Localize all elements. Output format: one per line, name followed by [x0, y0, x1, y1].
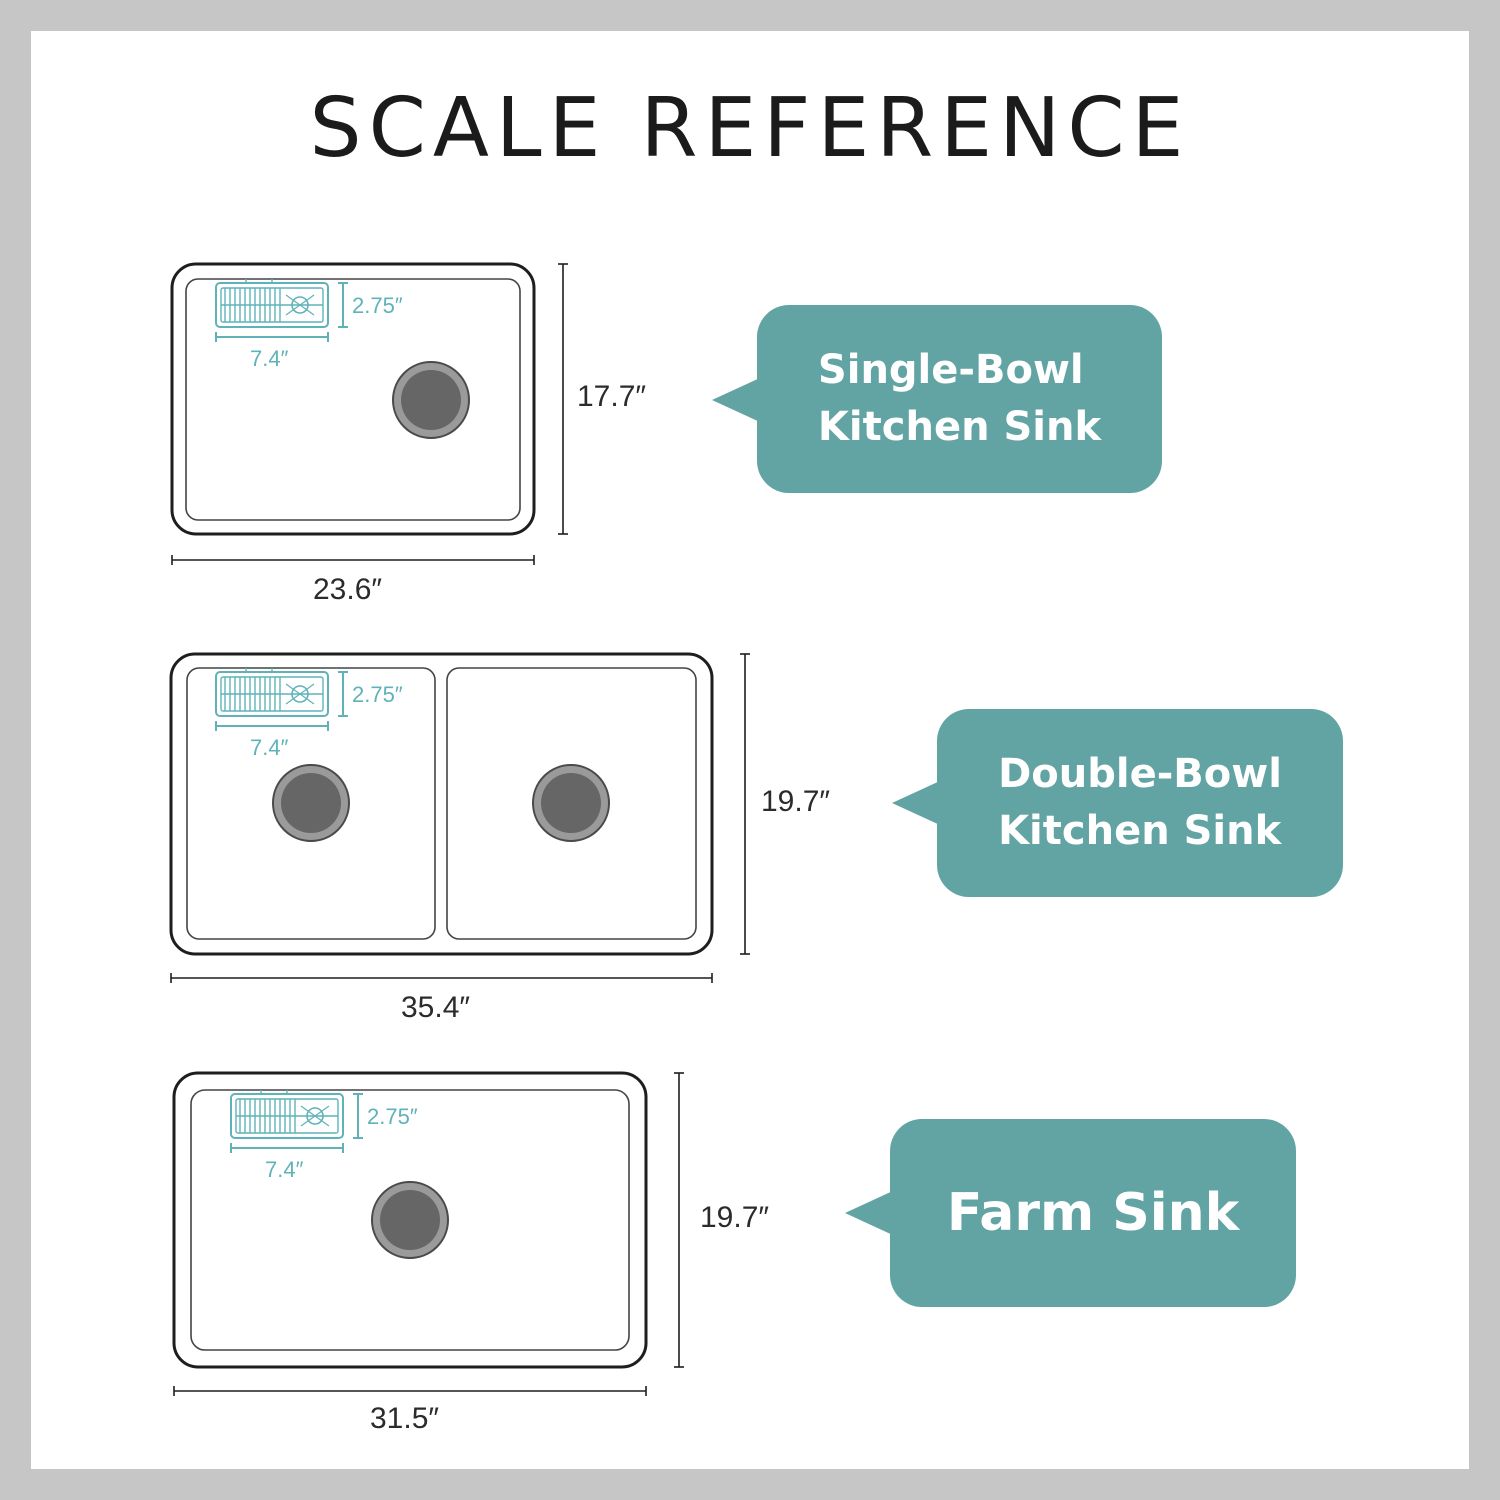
farm-width-label: 31.5″ [370, 1402, 440, 1435]
single-bowl-label-line-1: Single-Bowl [817, 347, 1084, 393]
page-title: SCALE REFERENCE [309, 81, 1191, 176]
double-tray-height-label: 2.75″ [352, 682, 403, 707]
farm-sink-drawing [172, 1071, 895, 1396]
single-width-label: 23.6″ [313, 573, 383, 606]
single-bowl-label-line-2: Kitchen Sink [817, 404, 1102, 450]
single-height-label: 17.7″ [577, 380, 647, 413]
farm-sink-label-line-1: Farm Sink [946, 1183, 1240, 1243]
farm-tray-height-label: 2.75″ [367, 1104, 418, 1129]
double-bowl-label-line-1: Double-Bowl [998, 751, 1282, 797]
single-tray-height-label: 2.75″ [352, 293, 403, 318]
double-tray-width-label: 7.4″ [250, 735, 289, 760]
single-bowl-label-bubble: Single-Bowl Kitchen Sink [757, 305, 1162, 493]
double-bowl-label-line-2: Kitchen Sink [998, 808, 1282, 854]
double-width-label: 35.4″ [401, 991, 471, 1024]
farm-height-label: 19.7″ [700, 1201, 770, 1234]
double-height-label: 19.7″ [761, 785, 831, 818]
single-tray-width-label: 7.4″ [250, 346, 289, 371]
single-bowl-sink-drawing [170, 262, 762, 565]
double-bowl-label-bubble: Double-Bowl Kitchen Sink [937, 709, 1343, 897]
farm-sink-label-bubble: Farm Sink [890, 1119, 1296, 1307]
farm-tray-width-label: 7.4″ [265, 1157, 304, 1182]
double-bowl-sink-drawing [169, 652, 942, 983]
